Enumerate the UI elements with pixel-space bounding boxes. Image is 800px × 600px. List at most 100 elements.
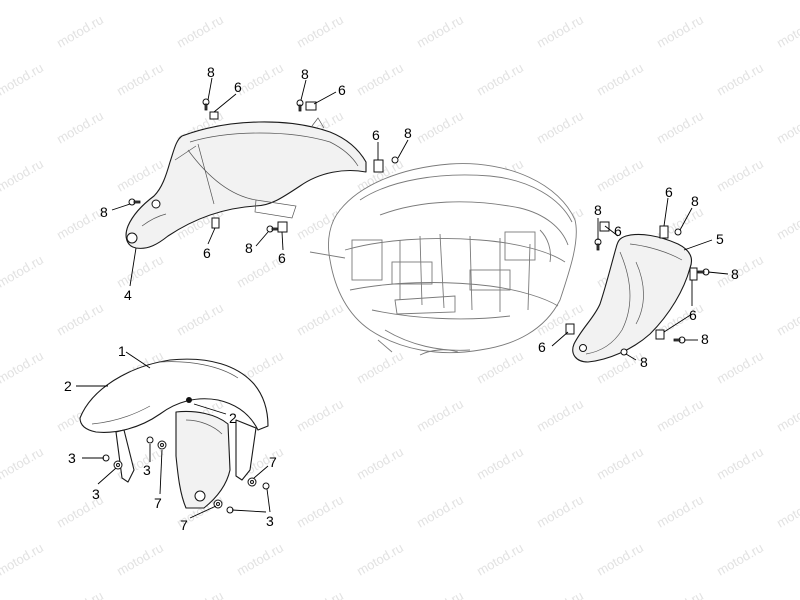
watermark-text: motod.ru xyxy=(0,0,46,3)
callout-4: 4 xyxy=(124,287,132,303)
watermark-text: motod.ru xyxy=(714,156,766,195)
watermark-text: motod.ru xyxy=(774,396,800,435)
callout-8: 8 xyxy=(731,266,739,282)
watermark-text: motod.ru xyxy=(474,348,526,387)
watermark-text: motod.ru xyxy=(474,60,526,99)
callout-6: 6 xyxy=(203,245,211,261)
callout-6: 6 xyxy=(234,79,242,95)
watermark-text: motod.ru xyxy=(54,108,106,147)
watermark-text: motod.ru xyxy=(294,396,346,435)
watermark-text: motod.ru xyxy=(294,12,346,51)
callout-6: 6 xyxy=(689,307,697,323)
callout-8: 8 xyxy=(207,64,215,80)
watermark-text: motod.ru xyxy=(114,156,166,195)
watermark-text: motod.ru xyxy=(114,540,166,579)
watermark-text: motod.ru xyxy=(414,492,466,531)
callout-labels: 8 6 8 6 6 8 8 6 8 6 4 8 6 6 8 5 8 6 8 8 … xyxy=(64,64,739,533)
watermark-text: motod.ru xyxy=(0,540,46,579)
watermark-text: motod.ru xyxy=(774,108,800,147)
watermark-text: motod.ru xyxy=(714,252,766,291)
watermark-text: motod.ru xyxy=(114,0,166,3)
watermark-text: motod.ru xyxy=(414,588,466,600)
part-4-inner-fairing xyxy=(125,117,367,249)
watermark-text: motod.ru xyxy=(354,540,406,579)
callout-3: 3 xyxy=(266,513,274,529)
watermark-text: motod.ru xyxy=(294,588,346,600)
watermark-text: motod.ru xyxy=(54,204,106,243)
watermark-text: motod.ru xyxy=(174,12,226,51)
callout-6: 6 xyxy=(538,339,546,355)
watermark-text: motod.ru xyxy=(0,444,46,483)
callout-8: 8 xyxy=(640,354,648,370)
callout-6: 6 xyxy=(278,250,286,266)
watermark-text: motod.ru xyxy=(414,12,466,51)
callout-7: 7 xyxy=(154,495,162,511)
watermark-text: motod.ru xyxy=(354,348,406,387)
watermark-text: motod.ru xyxy=(0,60,46,99)
callout-2: 2 xyxy=(229,410,237,426)
callout-8: 8 xyxy=(691,193,699,209)
watermark-text: motod.ru xyxy=(774,12,800,51)
vehicle-ghost-outline xyxy=(309,163,577,356)
watermark-text: motod.ru xyxy=(234,0,286,3)
callout-8: 8 xyxy=(404,125,412,141)
watermark-text: motod.ru xyxy=(234,540,286,579)
watermark-text: motod.ru xyxy=(0,252,46,291)
watermark-text: motod.ru xyxy=(714,444,766,483)
watermark-text: motod.ru xyxy=(54,588,106,600)
part-5-side-panel xyxy=(572,233,693,363)
watermark-text: motod.ru xyxy=(414,396,466,435)
watermark-text: motod.ru xyxy=(774,492,800,531)
watermark-text: motod.ru xyxy=(534,492,586,531)
watermark-text: motod.ru xyxy=(174,300,226,339)
watermark-text: motod.ru xyxy=(354,0,406,3)
callout-2: 2 xyxy=(64,378,72,394)
watermark-text: motod.ru xyxy=(654,396,706,435)
watermark-text: motod.ru xyxy=(594,156,646,195)
watermark-text: motod.ru xyxy=(654,108,706,147)
callout-6: 6 xyxy=(372,127,380,143)
watermark-text: motod.ru xyxy=(534,396,586,435)
callout-3: 3 xyxy=(92,486,100,502)
callout-7: 7 xyxy=(180,517,188,533)
callout-1: 1 xyxy=(118,343,126,359)
watermark-text: motod.ru xyxy=(654,492,706,531)
watermark-text: motod.ru xyxy=(774,300,800,339)
watermark-text: motod.ru xyxy=(714,348,766,387)
watermark-text: motod.ru xyxy=(0,348,46,387)
watermark-text: motod.ru xyxy=(54,300,106,339)
watermark-text: motod.ru xyxy=(114,60,166,99)
watermark-text: motod.ru xyxy=(774,588,800,600)
callout-7: 7 xyxy=(269,454,277,470)
watermark-text: motod.ru xyxy=(654,588,706,600)
watermark-text: motod.ru xyxy=(714,60,766,99)
watermark-text: motod.ru xyxy=(714,0,766,3)
watermark-text: motod.ru xyxy=(294,492,346,531)
watermark-text: motod.ru xyxy=(474,540,526,579)
watermark-text: motod.ru xyxy=(354,60,406,99)
watermark-text: motod.ru xyxy=(534,108,586,147)
watermark-text: motod.ru xyxy=(474,0,526,3)
watermark-text: motod.ru xyxy=(714,540,766,579)
watermark-text: motod.ru xyxy=(474,444,526,483)
watermark-text: motod.ru xyxy=(594,540,646,579)
watermark-text: motod.ru xyxy=(114,252,166,291)
callout-3: 3 xyxy=(68,450,76,466)
watermark-text: motod.ru xyxy=(594,0,646,3)
callout-8: 8 xyxy=(245,240,253,256)
watermark-text: motod.ru xyxy=(534,588,586,600)
callout-8: 8 xyxy=(701,331,709,347)
callout-5: 5 xyxy=(716,231,724,247)
watermark-text: motod.ru xyxy=(534,12,586,51)
callout-6: 6 xyxy=(338,82,346,98)
callout-3: 3 xyxy=(143,462,151,478)
watermark-text: motod.ru xyxy=(294,300,346,339)
callout-8: 8 xyxy=(100,204,108,220)
part-1-front-fender xyxy=(79,358,269,509)
fasteners-layer xyxy=(102,98,710,514)
watermark-text: motod.ru xyxy=(654,12,706,51)
watermark-text: motod.ru xyxy=(354,444,406,483)
leader-lines xyxy=(76,77,729,519)
